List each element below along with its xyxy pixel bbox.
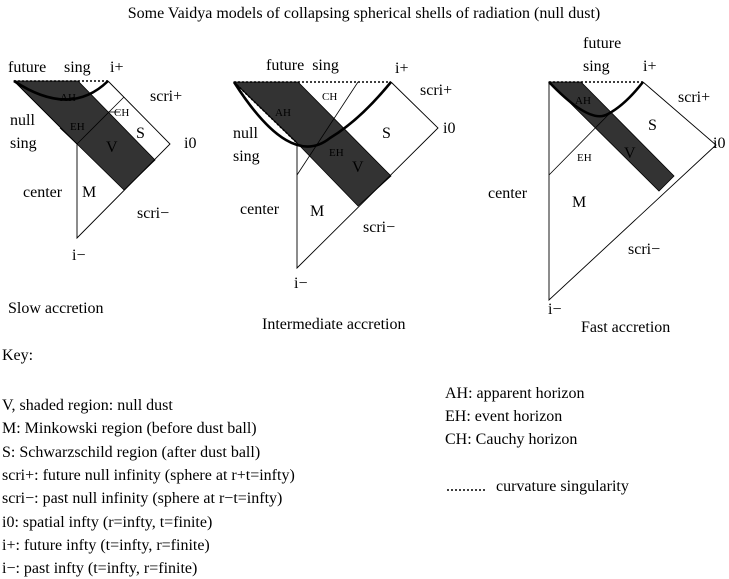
label-sing-top: sing — [583, 58, 610, 75]
event-horizon-line — [296, 81, 359, 176]
label-V: V — [106, 139, 118, 156]
label-null: null — [10, 112, 35, 129]
null-singularity — [233, 81, 298, 144]
event-horizon-line — [76, 96, 125, 145]
label-S: S — [136, 125, 145, 142]
label-scri-plus: scri+ — [678, 89, 710, 106]
key-item: scri−: past null infinity (sphere at r−t… — [2, 490, 282, 507]
apparent-horizon-curve — [13, 79, 109, 101]
key-item: M: Minkowski region (before dust ball) — [2, 420, 257, 437]
caption-slow-accretion: Slow accretion — [8, 300, 104, 317]
label-V: V — [352, 159, 364, 176]
diagram-boundary — [548, 81, 717, 302]
label-EH: EH — [329, 147, 344, 159]
label-AH: AH — [275, 107, 291, 119]
inner-line — [59, 127, 78, 145]
diagram-boundary — [13, 80, 171, 240]
diagram-boundary — [233, 81, 439, 270]
label-scri-minus: scri− — [628, 241, 660, 258]
label-EH: EH — [577, 152, 592, 164]
label-null: null — [233, 125, 258, 142]
label-M: M — [572, 194, 586, 211]
label-i-minus: i− — [72, 247, 85, 264]
label-S: S — [648, 117, 657, 134]
key-heading: Key: — [2, 347, 33, 364]
apparent-horizon-curve — [548, 81, 645, 118]
label-CH: CH — [322, 91, 337, 103]
apparent-horizon-curve — [232, 81, 393, 148]
label-i-plus: i+ — [643, 58, 656, 75]
diagram-slow-accretion: future sing i+ null sing scri+ i0 S V CH… — [8, 59, 196, 317]
label-center: center — [23, 184, 63, 201]
label-scri-minus: scri− — [363, 219, 395, 236]
label-scri-plus: scri+ — [150, 88, 182, 105]
diagram-fast-accretion: future sing i+ scri+ S i0 AH V EH center… — [488, 35, 725, 336]
label-center: center — [240, 201, 280, 218]
label-i-plus: i+ — [110, 59, 123, 76]
label-i0: i0 — [713, 135, 725, 152]
key-item: CH: Cauchy horizon — [445, 431, 577, 448]
key-legend: Key: V, shaded region: null dust M: Mink… — [2, 347, 629, 577]
label-center: center — [488, 185, 528, 202]
key-item: S: Schwarzschild region (after dust ball… — [2, 444, 260, 461]
label-EH: EH — [70, 121, 85, 133]
label-S: S — [382, 125, 391, 142]
label-i0: i0 — [443, 120, 455, 137]
key-item: i0: spatial infty (r=infty, t=finite) — [2, 514, 212, 531]
figure-title: Some Vaidya models of collapsing spheric… — [128, 5, 601, 22]
key-item: EH: event horizon — [445, 408, 562, 425]
label-future: future — [8, 59, 46, 76]
label-i-minus: i− — [294, 275, 307, 292]
label-M: M — [82, 184, 96, 201]
key-item: i+: future infty (t=infty, r=finite) — [2, 537, 210, 554]
label-scri-minus: scri− — [137, 205, 169, 222]
label-sing-top: sing — [64, 59, 91, 76]
key-item-singularity: curvature singularity — [496, 478, 629, 495]
caption-fast-accretion: Fast accretion — [581, 319, 670, 336]
label-sing: sing — [10, 135, 37, 152]
key-item: i−: past infty (t=infty, r=finite) — [2, 560, 197, 577]
label-M: M — [310, 203, 324, 220]
key-item: V, shaded region: null dust — [2, 397, 173, 414]
label-i-minus: i− — [548, 301, 561, 318]
label-AH: AH — [575, 95, 591, 107]
label-i0: i0 — [184, 135, 196, 152]
key-item: AH: apparent horizon — [445, 385, 585, 402]
key-item: scri+: future null infinity (sphere at r… — [2, 467, 295, 484]
event-horizon-line — [548, 109, 614, 176]
label-future-sing: future sing — [266, 57, 339, 74]
label-scri-plus: scri+ — [420, 82, 452, 99]
diagram-intermediate-accretion: future sing i+ scri+ i0 null sing S CH A… — [232, 57, 455, 333]
label-i-plus: i+ — [395, 60, 408, 77]
label-sing: sing — [233, 148, 260, 165]
label-CH: CH — [114, 107, 129, 119]
null-dust-region — [233, 81, 392, 207]
label-future: future — [583, 35, 621, 52]
label-AH: AH — [60, 92, 76, 104]
caption-intermediate-accretion: Intermediate accretion — [262, 316, 405, 333]
label-V: V — [624, 145, 636, 162]
